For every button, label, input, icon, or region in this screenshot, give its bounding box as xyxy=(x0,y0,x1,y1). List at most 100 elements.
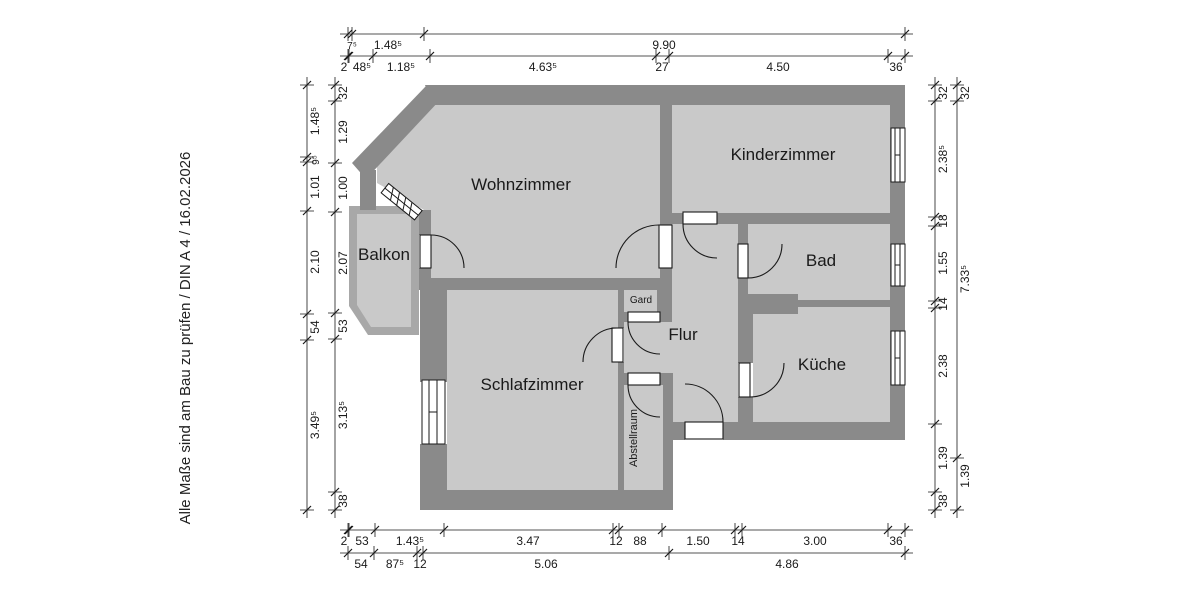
dim-label: 2.07 xyxy=(336,251,350,275)
wall-kinderzimmer-bottom-b xyxy=(717,213,890,224)
dim-label: 18 xyxy=(936,214,950,228)
window-balkon-slant xyxy=(380,182,423,221)
wall-slant xyxy=(352,86,440,179)
wall-abstell-top-a xyxy=(624,373,628,385)
room-kueche-floor xyxy=(753,307,890,428)
door-abstellraum xyxy=(627,372,661,418)
dim-label: 27 xyxy=(655,60,669,74)
door-kueche xyxy=(738,362,785,398)
dim-label: 1.29 xyxy=(336,120,350,144)
wall-shaft-block xyxy=(738,294,798,314)
dim-label: 36 xyxy=(889,60,903,74)
dim-label: 1.39 xyxy=(958,464,972,488)
dim-label: 1.50 xyxy=(686,534,710,548)
wall-bad-left-a xyxy=(738,224,748,244)
door-kinderzimmer xyxy=(682,211,718,259)
wall-bottom-right-b xyxy=(723,422,905,440)
door-schlafzimmer-swing-arc xyxy=(582,327,618,363)
room-label-abstellraum: Abstellraum xyxy=(628,409,640,467)
wall-wohnzimmer-right-a xyxy=(660,105,672,225)
room-label-schlafzimmer: Schlafzimmer xyxy=(481,375,584,394)
doors xyxy=(419,211,785,440)
dim-label: 88 xyxy=(633,534,647,548)
slashes-right-outer xyxy=(952,80,962,515)
dim-label: 48⁵ xyxy=(353,60,371,74)
dim-label: 7.33⁵ xyxy=(958,265,972,293)
dim-label: 4.50 xyxy=(766,60,790,74)
dimension-labels-right: 32 2.38⁵ 18 1.55 14 2.38 1.39 38 32 7.33… xyxy=(936,86,972,508)
wall-left-main-a xyxy=(420,278,447,382)
dim-label: 87⁵ xyxy=(386,557,404,571)
door-kueche-swing-arc xyxy=(749,362,785,398)
door-wohnzimmer-leaf xyxy=(658,224,673,269)
door-kinderzimmer-leaf xyxy=(682,211,718,225)
dim-label: 2.38⁵ xyxy=(936,145,950,173)
slashes-top-total xyxy=(343,29,910,39)
dim-label: 36 xyxy=(889,534,903,548)
wall-abstell-right xyxy=(663,373,673,490)
dim-label: 1.01 xyxy=(308,175,322,199)
window-kueche xyxy=(890,330,906,386)
dim-label: 7⁵ xyxy=(347,41,357,52)
room-balkon-floor xyxy=(357,214,411,327)
dim-label: 3.13⁵ xyxy=(336,401,350,429)
door-entrance-swing-arc xyxy=(684,383,724,423)
door-wohnzimmer-swing-arc xyxy=(615,224,660,269)
door-bad-leaf xyxy=(737,243,749,279)
wall-schlafzimmer-right-b xyxy=(618,362,624,490)
dim-label: 38 xyxy=(336,494,350,508)
room-wohnzimmer-floor xyxy=(377,105,660,278)
slashes-bottom-total xyxy=(343,548,910,558)
dimension-lines xyxy=(306,33,958,554)
wall-kinderzimmer-bottom-a xyxy=(672,213,683,224)
room-labels: Wohnzimmer Kinderzimmer Balkon Bad Schla… xyxy=(358,145,846,467)
slashes-bottom-detail xyxy=(343,525,910,535)
dim-label: 9⁵ xyxy=(311,155,322,165)
wall-top xyxy=(425,85,905,105)
room-label-kinderzimmer: Kinderzimmer xyxy=(731,145,836,164)
slashes-top-detail xyxy=(343,51,910,61)
room-bad-floor xyxy=(748,224,890,300)
room-label-balkon: Balkon xyxy=(358,245,410,264)
dimension-labels-left: 1.48⁵ 9⁵ 1.01 2.10 54 3.49⁵ 32 1.29 1.00… xyxy=(308,86,350,508)
window-schlafzimmer xyxy=(421,379,446,445)
wall-gard-bottom-a xyxy=(624,312,628,322)
wall-schlafzimmer-right-a xyxy=(618,290,624,328)
dim-label: 1.43⁵ xyxy=(396,534,424,548)
dim-label: 9.90 xyxy=(652,38,676,52)
door-gard xyxy=(627,311,661,355)
room-gard-floor xyxy=(624,290,657,312)
door-wohnzimmer xyxy=(615,224,673,269)
window-kinderzimmer xyxy=(890,127,906,183)
dim-label: 1.48⁵ xyxy=(308,107,322,135)
dim-label: 4.63⁵ xyxy=(529,60,557,74)
door-gard-leaf xyxy=(627,311,661,323)
wall-bad-left-b xyxy=(738,278,748,300)
dim-label: 54 xyxy=(308,320,322,334)
dim-label: 2.38 xyxy=(936,354,950,378)
dim-label: 12 xyxy=(413,557,427,571)
dim-label: 53 xyxy=(355,534,369,548)
wall-kueche-left-a xyxy=(738,314,753,363)
dim-label: 12 xyxy=(609,534,623,548)
dimension-slashes xyxy=(302,29,962,558)
room-abstellraum-floor xyxy=(624,385,663,490)
door-abstellraum-swing-arc xyxy=(627,384,661,418)
dim-label: 1.18⁵ xyxy=(387,60,415,74)
door-entrance-leaf xyxy=(684,421,724,440)
dim-label: 54 xyxy=(354,557,368,571)
dim-label: 2 xyxy=(341,60,348,74)
slashes-left-outer xyxy=(302,80,312,515)
dim-label: 1.39 xyxy=(936,446,950,470)
room-label-wohnzimmer: Wohnzimmer xyxy=(471,175,571,194)
dim-label: 32 xyxy=(958,86,972,100)
room-label-flur: Flur xyxy=(668,325,698,344)
windows xyxy=(380,127,906,445)
door-schlafzimmer xyxy=(582,327,624,363)
dim-label: 4.86 xyxy=(775,557,799,571)
room-schlafzimmer-floor xyxy=(447,290,618,490)
door-gard-swing-arc xyxy=(627,321,661,355)
door-kueche-leaf xyxy=(738,362,751,398)
dim-label: 1.48⁵ xyxy=(374,38,402,52)
